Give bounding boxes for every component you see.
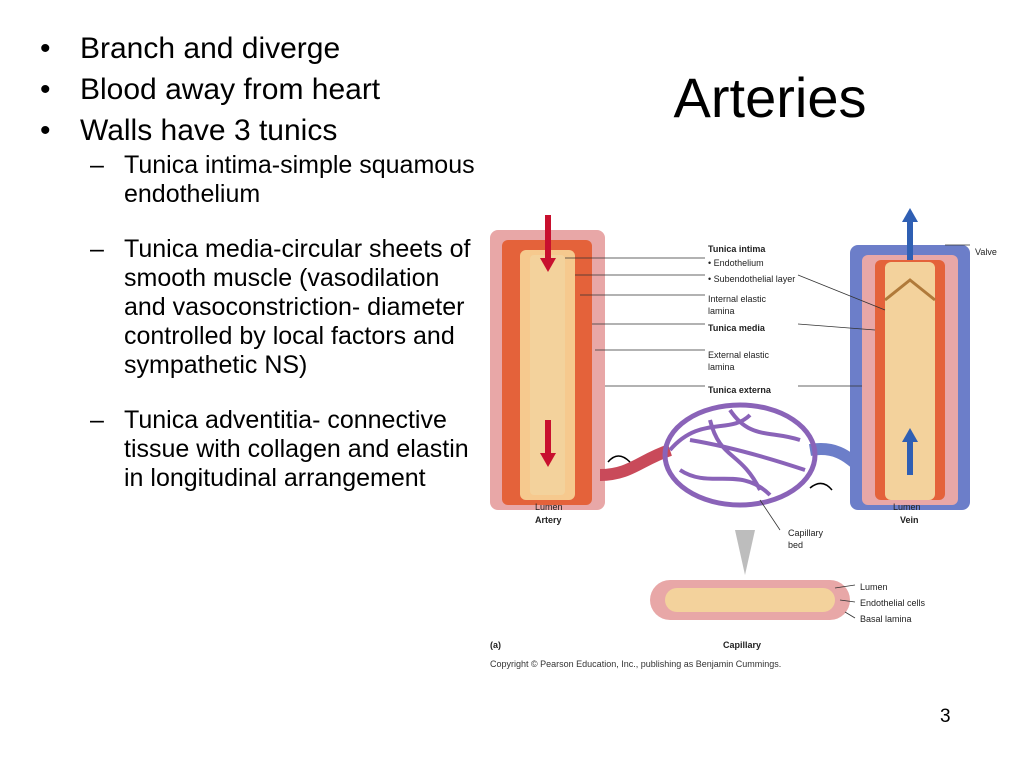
vein-illustration <box>850 208 970 510</box>
bullet-text: Branch and diverge <box>80 32 341 65</box>
arrow-down-icon <box>540 453 556 467</box>
label-subendothelial: • Subendothelial layer <box>708 274 795 284</box>
arteriole <box>599 444 673 481</box>
arrow-up-icon <box>902 428 918 442</box>
bullet-mark: • <box>40 32 51 65</box>
label-tunica-media: Tunica media <box>708 323 766 333</box>
bullet-item: • Branch and diverge <box>40 28 480 69</box>
label-endothelial-cells: Endothelial cells <box>860 598 926 608</box>
capillary-lumen <box>665 588 835 612</box>
leader-lines <box>565 244 970 619</box>
label-capillary: Capillary <box>723 640 761 650</box>
label-artery-lumen: Lumen <box>535 502 563 512</box>
subbullet-mark: – <box>90 235 104 263</box>
bullet-text: Blood away from heart <box>80 73 381 106</box>
down-arrow-icon <box>735 530 755 575</box>
label-external-elastic-2: lamina <box>708 362 735 372</box>
capillary-network <box>662 402 818 508</box>
bullet-text: Walls have 3 tunics <box>80 114 338 147</box>
subbullet-text: Tunica adventitia- connective tissue wit… <box>124 406 469 492</box>
label-capillary-bed: Capillary <box>788 528 824 538</box>
artery-illustration <box>490 215 605 510</box>
subbullet-text: Tunica media-circular sheets of smooth m… <box>124 235 471 379</box>
bullet-list: • Branch and diverge • Blood away from hea… <box>40 28 480 493</box>
flow-arrow-icon <box>607 455 631 463</box>
arrow-down-icon <box>540 258 556 272</box>
subbullet-mark: – <box>90 406 104 434</box>
bullet-item: • Walls have 3 tunics <box>40 110 480 151</box>
copyright-text: Copyright © Pearson Education, Inc., pub… <box>490 659 782 669</box>
capillary-branches <box>668 408 806 497</box>
flow-arrow-icon <box>809 482 833 491</box>
valve-icon <box>884 278 936 302</box>
label-external-elastic: External elastic <box>708 350 770 360</box>
capillary-bed-illustration <box>599 402 874 575</box>
label-artery: Artery <box>535 515 562 525</box>
label-tunica-externa: Tunica externa <box>708 385 772 395</box>
slide-title: Arteries <box>673 66 867 129</box>
label-vein: Vein <box>900 515 919 525</box>
bullet-mark: • <box>40 73 51 106</box>
subbullet-item: –Tunica intima-simple squamous endotheli… <box>40 151 480 209</box>
label-tunica-intima: Tunica intima <box>708 244 766 254</box>
label-valve: Valve <box>975 247 997 257</box>
subbullet-text: Tunica intima-simple squamous endotheliu… <box>124 151 475 208</box>
label-capillary-bed-2: bed <box>788 540 803 550</box>
vein-lumen <box>885 262 935 500</box>
label-vein-lumen: Lumen <box>893 502 921 512</box>
bullet-item: • Blood away from heart <box>40 69 480 110</box>
label-capillary-lumen: Lumen <box>860 582 888 592</box>
subbullet-item: –Tunica media-circular sheets of smooth … <box>40 235 480 380</box>
subbullet-mark: – <box>90 151 104 179</box>
label-internal-elastic: Internal elastic <box>708 294 767 304</box>
capillary-illustration <box>650 580 850 620</box>
arrow-up-icon <box>902 208 918 222</box>
bullet-mark: • <box>40 114 51 147</box>
subbullet-item: –Tunica adventitia- connective tissue wi… <box>40 406 480 493</box>
slide-number: 3 <box>940 706 951 727</box>
label-basal-lamina: Basal lamina <box>860 614 912 624</box>
label-internal-elastic-2: lamina <box>708 306 735 316</box>
label-endothelium: • Endothelium <box>708 258 764 268</box>
blood-vessel-figure: Tunica intima • Endothelium • Subendothe… <box>480 200 1010 680</box>
artery-lumen <box>530 255 565 495</box>
label-panel: (a) <box>490 640 501 650</box>
